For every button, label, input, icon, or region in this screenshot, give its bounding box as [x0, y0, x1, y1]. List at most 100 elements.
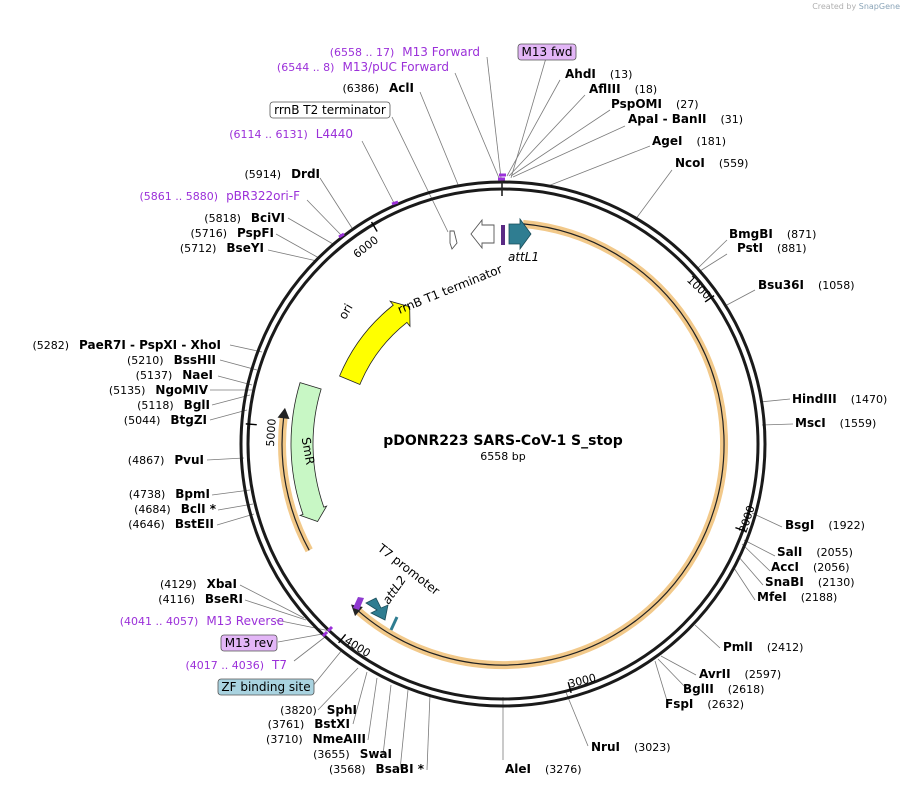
enzyme-bcli-name: BclI *	[181, 502, 217, 516]
enzyme-avrii[interactable]: AvrII (2597)	[699, 667, 781, 681]
attl1-arrow[interactable]	[508, 217, 532, 251]
enzyme-bseyi[interactable]: (5712)BseYI	[180, 241, 264, 255]
enzyme-agei-name: AgeI	[652, 134, 682, 148]
attl2-arrow[interactable]	[365, 597, 389, 621]
enzyme-avrii-name: AvrII	[699, 667, 731, 681]
enzyme-nmeaiii[interactable]: (3710)NmeAIII	[266, 732, 366, 746]
enzyme-bpmi[interactable]: (4738)BpmI	[129, 487, 210, 501]
primer-t7-name: T7	[271, 658, 287, 672]
enzyme-bseri-pos: (4116)	[158, 593, 195, 606]
leader-lines	[206, 56, 794, 771]
backbone	[239, 180, 767, 708]
tick-mark-4000	[338, 633, 347, 644]
zf-binding-site-box[interactable]: ZF binding site	[221, 680, 310, 694]
enzyme-bmgbi-pos: (871)	[787, 228, 817, 241]
enzyme-afliii-pos: (18)	[635, 83, 658, 96]
enzyme-pspomi[interactable]: PspOMI(27)	[611, 97, 699, 111]
enzyme-ngomiv-pos: (5135)	[109, 384, 146, 397]
enzyme-sphi-pos: (3820)	[280, 704, 317, 717]
primer-pbr322ori-f[interactable]: (5861 .. 5880)pBR322ori-F	[140, 189, 301, 203]
enzyme-hindiii-pos: (1470)	[851, 393, 888, 406]
primer-l4440[interactable]: (6114 .. 6131)L4440	[229, 127, 353, 141]
enzyme-bglii[interactable]: BglII(2618)	[683, 682, 764, 696]
m13-rev-box[interactable]: M13 rev	[225, 636, 274, 650]
enzyme-ahdi[interactable]: AhdI(13)	[565, 67, 632, 81]
rrnb-t2-box[interactable]: rrnB T2 terminator	[274, 103, 386, 117]
enzyme-bsshii[interactable]: (5210)BssHII	[127, 353, 216, 367]
enzyme-btgzi[interactable]: (5044)BtgZI	[124, 413, 207, 427]
enzyme-ngomiv[interactable]: (5135) NgoMIV	[109, 383, 209, 397]
attl1-label: attL1	[508, 250, 539, 264]
enzyme-drdi[interactable]: (5914)DrdI	[244, 167, 320, 181]
smr-feature-arrow[interactable]	[290, 382, 328, 523]
enzyme-agei[interactable]: AgeI (181)	[652, 134, 726, 148]
rrnb-t1-arrow[interactable]	[470, 218, 495, 250]
primer-m13-puc-forward-pos: (6544 .. 8)	[277, 61, 335, 74]
enzyme-snabi-name: SnaBI	[765, 575, 804, 589]
enzyme-bgli[interactable]: (5118)BglI	[137, 398, 210, 412]
enzyme-paer7i-pspxi-xhoi-pos: (5282)	[32, 339, 69, 352]
enzyme-paer7i-pspxi-xhoi[interactable]: (5282)PaeR7I - PspXI - XhoI	[32, 338, 221, 352]
enzyme-sali-name: SalI	[777, 545, 802, 559]
orf-insert-arc-core	[357, 223, 725, 666]
enzyme-psti[interactable]: PstI(881)	[737, 241, 807, 255]
credit-prefix: Created by	[812, 2, 857, 11]
enzyme-ncoi[interactable]: NcoI(559)	[675, 156, 748, 170]
enzyme-bseri-name: BseRI	[205, 592, 243, 606]
primer-t7[interactable]: (4017 .. 4036)T7	[185, 658, 287, 672]
ori-feature-arrow[interactable]	[339, 300, 411, 385]
credit-brand: SnapGene	[858, 2, 900, 11]
enzyme-afliii[interactable]: AflIII(18)	[589, 82, 657, 96]
enzyme-hindiii[interactable]: HindIII (1470)	[792, 392, 887, 406]
enzyme-pvui-name: PvuI	[174, 453, 204, 467]
enzyme-pmli[interactable]: PmlI(2412)	[723, 640, 803, 654]
enzyme-sphi[interactable]: (3820)SphI	[280, 703, 357, 717]
enzyme-bstxi[interactable]: (3761)BstXI	[268, 717, 350, 731]
enzyme-swai[interactable]: (3655)SwaI	[313, 747, 392, 761]
rrnb-t1-label: rrnB T1 terminator	[396, 262, 505, 317]
enzyme-bsabi[interactable]: (3568)BsaBI *	[329, 762, 425, 776]
primer-m13-reverse[interactable]: (4041 .. 4057)M13 Reverse	[120, 614, 284, 628]
enzyme-pvui-pos: (4867)	[128, 454, 165, 467]
enzyme-alei[interactable]: AleI(3276)	[505, 762, 582, 776]
enzyme-apai-banii[interactable]: ApaI - BanII(31)	[628, 112, 743, 126]
enzyme-mfei[interactable]: MfeI(2188)	[757, 590, 837, 604]
enzyme-agei-pos: (181)	[696, 135, 726, 148]
enzyme-snabi[interactable]: SnaBI (2130)	[765, 575, 854, 589]
enzyme-acli[interactable]: (6386)AclI	[342, 81, 414, 95]
enzyme-pspfi[interactable]: (5716)PspFI	[190, 226, 274, 240]
enzyme-bsteii[interactable]: (4646)BstEII	[128, 517, 214, 531]
enzyme-acci[interactable]: AccI(2056)	[771, 560, 850, 574]
enzyme-hindiii-name: HindIII	[792, 392, 837, 406]
enzyme-ngomiv-name: NgoMIV	[155, 383, 208, 397]
enzyme-bcivi[interactable]: (5818)BciVI	[204, 211, 285, 225]
primer-m13-puc-forward[interactable]: (6544 .. 8)M13/pUC Forward	[277, 60, 449, 74]
enzyme-bsabi-pos: (3568)	[329, 763, 366, 776]
enzyme-bsgi[interactable]: BsgI(1922)	[785, 518, 865, 532]
primer-m13-forward[interactable]: (6558 .. 17)M13 Forward	[330, 45, 480, 59]
enzyme-nrui-name: NruI	[591, 740, 620, 754]
enzyme-avrii-pos: (2597)	[745, 668, 782, 681]
rrnb-t2-arrow[interactable]	[449, 230, 458, 250]
enzyme-bmgbi[interactable]: BmgBI(871)	[729, 227, 816, 241]
enzyme-ncoi-pos: (559)	[719, 157, 749, 170]
primer-m13-reverse-name: M13 Reverse	[206, 614, 284, 628]
pbr322ori-f-mark	[338, 232, 345, 239]
enzyme-snabi-pos: (2130)	[818, 576, 855, 589]
enzyme-sali[interactable]: SalI(2055)	[777, 545, 853, 559]
enzyme-bcli[interactable]: (4684)BclI *	[134, 502, 217, 516]
enzyme-msci[interactable]: MscI(1559)	[795, 416, 876, 430]
enzyme-bsu36i[interactable]: Bsu36I(1058)	[758, 278, 855, 292]
enzyme-xbai-pos: (4129)	[160, 578, 197, 591]
enzyme-bseri[interactable]: (4116) BseRI	[158, 592, 243, 606]
enzyme-naei[interactable]: (5137)NaeI	[136, 368, 213, 382]
enzyme-nrui[interactable]: NruI(3023)	[591, 740, 671, 754]
enzyme-bglii-pos: (2618)	[728, 683, 765, 696]
enzyme-pspfi-name: PspFI	[237, 226, 274, 240]
enzyme-xbai[interactable]: (4129)XbaI	[160, 577, 237, 591]
enzyme-apai-banii-name: ApaI - BanII	[628, 112, 707, 126]
enzyme-fspi[interactable]: FspI(2632)	[665, 697, 744, 711]
enzyme-pvui[interactable]: (4867) PvuI	[128, 453, 204, 467]
m13-fwd-box[interactable]: M13 fwd	[522, 45, 573, 59]
tick-mark-2000	[735, 526, 747, 533]
